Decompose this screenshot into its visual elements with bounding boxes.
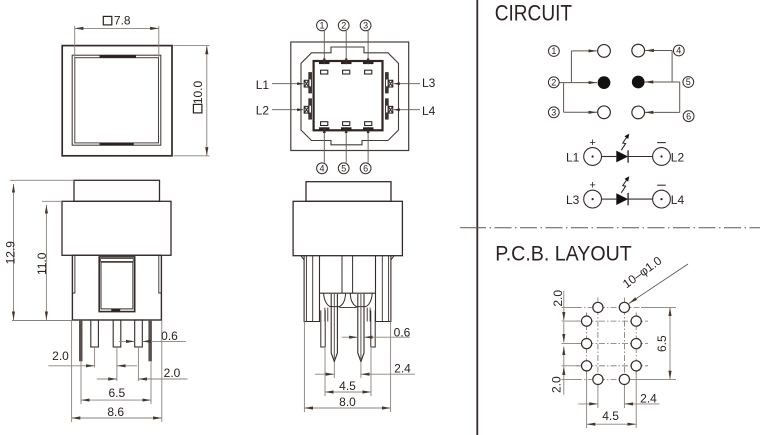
- svg-text:5: 5: [686, 77, 691, 87]
- svg-text:L1: L1: [256, 78, 270, 92]
- svg-text:2.0: 2.0: [551, 290, 565, 307]
- svg-text:4.5: 4.5: [339, 379, 356, 393]
- svg-text:8.6: 8.6: [107, 405, 124, 419]
- svg-text:L2: L2: [671, 151, 685, 165]
- svg-text:12.9: 12.9: [3, 241, 17, 265]
- svg-text:1: 1: [551, 46, 556, 56]
- svg-text:2: 2: [341, 21, 346, 31]
- svg-text:3: 3: [363, 21, 368, 31]
- svg-text:L1: L1: [566, 151, 580, 165]
- svg-text:3: 3: [551, 107, 556, 117]
- svg-text:6: 6: [363, 163, 368, 173]
- svg-text:6.5: 6.5: [655, 335, 669, 352]
- svg-text:8.0: 8.0: [339, 395, 356, 409]
- svg-text:2.4: 2.4: [394, 361, 411, 375]
- svg-text:4: 4: [676, 46, 681, 56]
- svg-text:2.0: 2.0: [164, 366, 181, 380]
- svg-text:1: 1: [319, 21, 324, 31]
- svg-text:L4: L4: [422, 104, 436, 118]
- svg-text:2.0: 2.0: [52, 349, 69, 363]
- svg-text:2: 2: [551, 77, 556, 87]
- svg-text:L2: L2: [256, 104, 270, 118]
- svg-text:L4: L4: [671, 193, 685, 207]
- svg-text:2.0: 2.0: [550, 376, 564, 393]
- svg-text:P.C.B. LAYOUT: P.C.B. LAYOUT: [495, 242, 632, 265]
- svg-text:6.5: 6.5: [108, 386, 125, 400]
- svg-text:7.8: 7.8: [114, 14, 131, 28]
- svg-text:6: 6: [686, 111, 691, 121]
- svg-text:0.6: 0.6: [394, 325, 411, 339]
- svg-text:4.5: 4.5: [602, 409, 619, 423]
- svg-text:10.0: 10.0: [191, 80, 205, 104]
- svg-text:5: 5: [341, 163, 346, 173]
- svg-text:+: +: [589, 137, 595, 149]
- svg-text:0.6: 0.6: [161, 329, 178, 343]
- svg-text:+: +: [589, 179, 595, 191]
- svg-text:L3: L3: [566, 193, 580, 207]
- svg-text:2.4: 2.4: [640, 391, 657, 405]
- svg-text:11.0: 11.0: [35, 252, 49, 275]
- svg-text:L3: L3: [422, 76, 436, 90]
- svg-text:4: 4: [319, 163, 324, 173]
- svg-text:CIRCUIT: CIRCUIT: [495, 0, 572, 25]
